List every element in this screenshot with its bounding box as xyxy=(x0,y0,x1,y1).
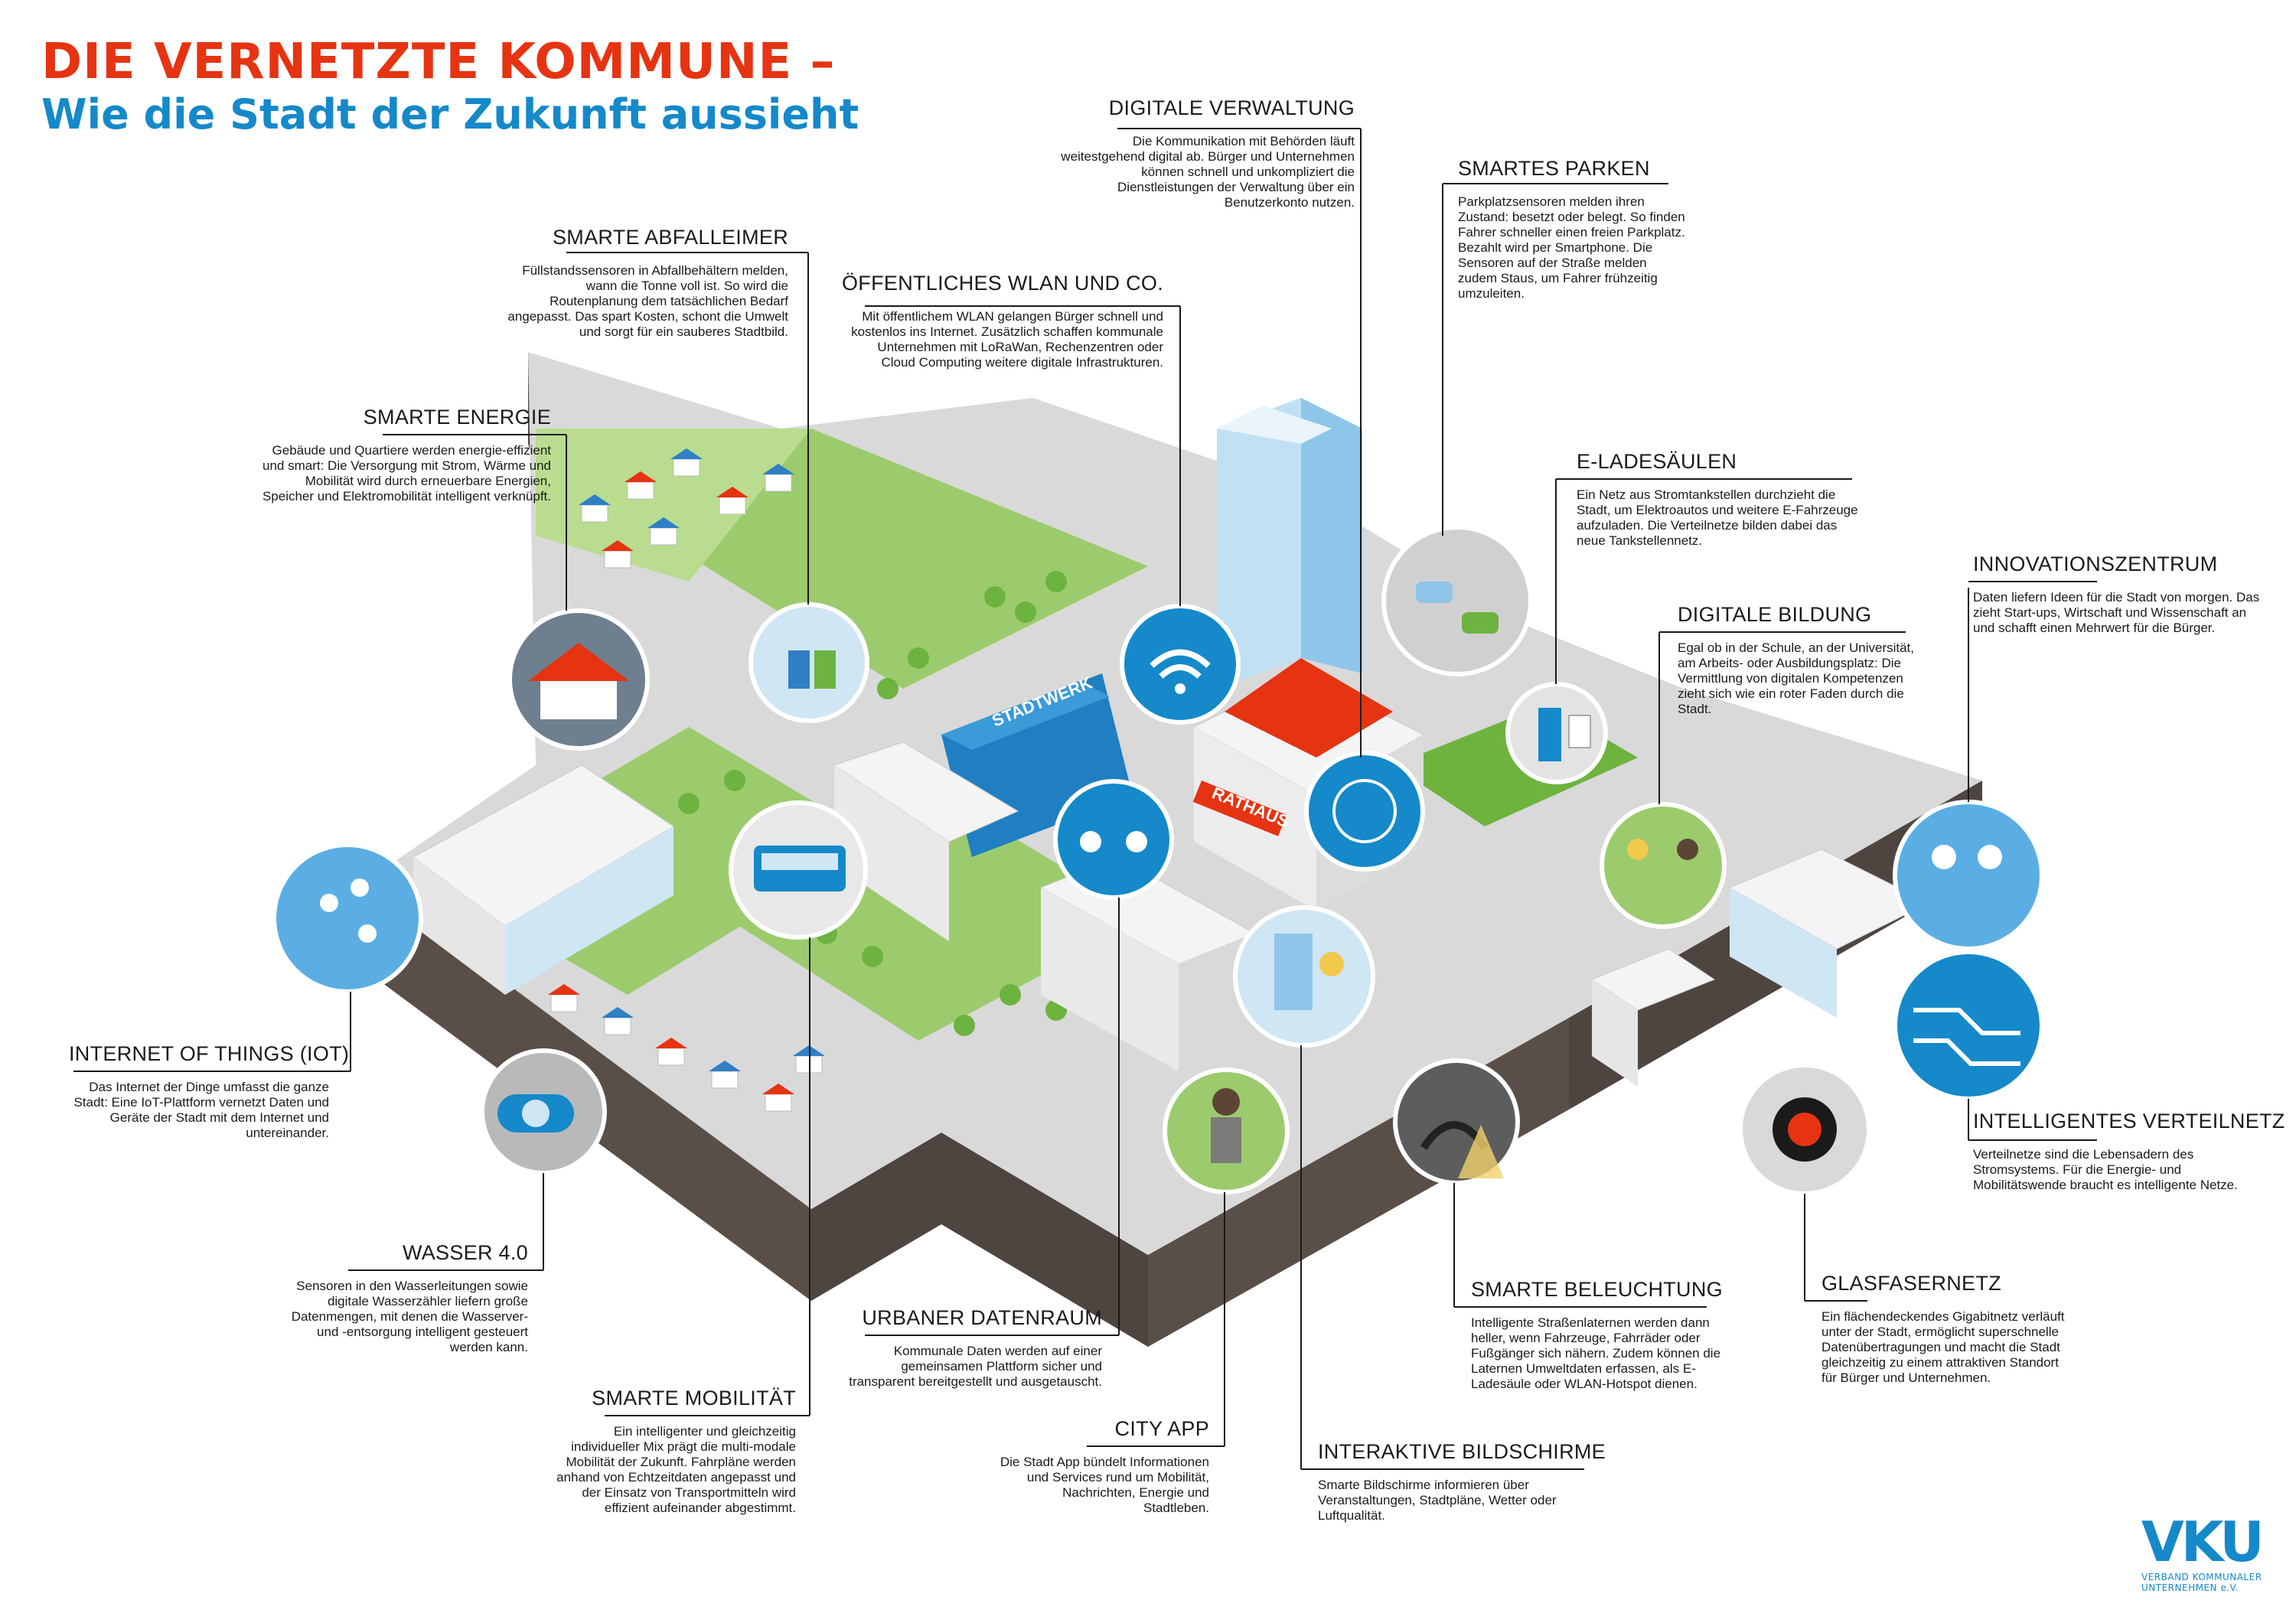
label-heading: DIGITALE VERWALTUNG xyxy=(1108,96,1355,119)
label-digitale-verwaltung: DIGITALE VERWALTUNG Die Kommunikation mi… xyxy=(1056,96,1355,210)
label-heading: WASSER 4.0 xyxy=(402,1241,528,1264)
label-text: Verteilnetze sind die Lebensadern des St… xyxy=(1973,1147,2238,1192)
data-space-circle xyxy=(1053,779,1174,900)
label-text: Smarte Bildschirme informieren über Vera… xyxy=(1318,1478,1557,1523)
label-heading: SMARTES PARKEN xyxy=(1458,157,1650,180)
digital-admin-circle xyxy=(1304,751,1425,872)
label-heading: DIGITALE BILDUNG xyxy=(1678,603,1872,626)
label-glasfasernetz: GLASFASERNETZ Ein flächendeckendes Gigab… xyxy=(1821,1272,2074,1386)
distribution-grid-circle xyxy=(1893,950,2044,1101)
label-heading: ÖFFENTLICHES WLAN UND CO. xyxy=(842,272,1164,295)
label-text: Daten liefern Ideen für die Stadt von mo… xyxy=(1973,590,2260,635)
label-city-app: CITY APP Die Stadt App bündelt Informati… xyxy=(995,1417,1209,1516)
residential-area-top xyxy=(536,429,811,582)
label-text: Egal ob in der Schule, an der Universitä… xyxy=(1678,640,1915,716)
label-heading: GLASFASERNETZ xyxy=(1821,1272,2001,1295)
feature-circles xyxy=(272,525,2044,1196)
ground-front-mid xyxy=(811,1133,1148,1347)
screens-circle xyxy=(1233,905,1375,1048)
label-heading: SMARTE ENERGIE xyxy=(363,406,551,429)
label-text: Ein flächendeckendes Gigabitnetz verläuf… xyxy=(1821,1309,2065,1385)
label-wasser: WASSER 4.0 Sensoren in den Wasserleitung… xyxy=(283,1241,528,1355)
green-roof-building xyxy=(1590,948,1716,1087)
label-text: Kommunale Daten werden auf einer gemeins… xyxy=(849,1344,1102,1389)
label-heading: URBANER DATENRAUM xyxy=(862,1306,1102,1329)
smart-energy-circle xyxy=(507,608,650,751)
vku-logo-line2: UNTERNEHMEN e.V. xyxy=(2141,1582,2239,1593)
label-smarte-energie: SMARTE ENERGIE Gebäude und Quartiere wer… xyxy=(253,406,551,504)
label-text: Parkplatzsensoren melden ihren Zustand: … xyxy=(1458,194,1685,301)
vku-logo-mark: VKU xyxy=(2141,1510,2265,1574)
page-subtitle: Wie die Stadt der Zukunft aussieht xyxy=(41,90,859,139)
apartment-building-mid xyxy=(833,741,1019,941)
office-building-left xyxy=(413,764,674,995)
label-smarte-mobilitaet: SMARTE MOBILITÄT Ein intelligenter und g… xyxy=(551,1387,796,1516)
label-heading: SMARTE ABFALLEIMER xyxy=(552,226,788,249)
label-oeffentliches-wlan: ÖFFENTLICHES WLAN UND CO. Mit öffentlich… xyxy=(842,272,1163,370)
label-smarte-abfalleimer: SMARTE ABFALLEIMER Füllstandssensoren in… xyxy=(497,226,788,340)
fiber-circle xyxy=(1738,1063,1871,1196)
label-digitale-bildung: DIGITALE BILDUNG Egal ob in der Schule, … xyxy=(1678,603,1930,717)
bus-circle xyxy=(729,800,868,940)
label-text: Mit öffentlichem WLAN gelangen Bürger sc… xyxy=(851,309,1163,370)
label-urbaner-datenraum: URBANER DATENRAUM Kommunale Daten werden… xyxy=(834,1306,1102,1390)
label-text: Die Kommunikation mit Behörden läuft wei… xyxy=(1061,134,1355,210)
tower-building xyxy=(1217,398,1362,689)
iot-circle xyxy=(272,842,423,994)
label-smartes-parken: SMARTES PARKEN Parkplatzsensoren melden … xyxy=(1458,157,1688,301)
smart-waste-circle xyxy=(748,602,869,723)
label-heading: SMARTE MOBILITÄT xyxy=(592,1387,796,1410)
label-smarte-beleuchtung: SMARTE BELEUCHTUNG Intelligente Straßenl… xyxy=(1471,1278,1724,1392)
label-innovationszentrum: INNOVATIONSZENTRUM Daten liefern Ideen f… xyxy=(1973,552,2264,636)
label-heading: CITY APP xyxy=(1114,1417,1209,1440)
houses-cluster-bottom xyxy=(548,984,825,1112)
label-e-ladesaeulen: E-LADESÄULEN Ein Netz aus Stromtankstell… xyxy=(1577,450,1867,549)
parking-circle xyxy=(1381,525,1533,676)
city-app-circle xyxy=(1163,1067,1290,1194)
charging-circle xyxy=(1505,682,1608,784)
label-text: Füllstandssensoren in Abfallbehältern me… xyxy=(507,263,788,339)
label-heading: INTERNET OF THINGS (IOT) xyxy=(69,1042,350,1065)
label-intelligentes-verteilnetz: INTELLIGENTES VERTEILNETZ Verteilnetze s… xyxy=(1973,1110,2285,1193)
label-heading: INTELLIGENTES VERTEILNETZ xyxy=(1973,1110,2285,1133)
innovation-circle xyxy=(1893,800,2044,951)
label-text: Das Internet der Dinge umfasst die ganze… xyxy=(73,1080,329,1140)
label-heading: SMARTE BELEUCHTUNG xyxy=(1471,1278,1723,1301)
lighting-circle xyxy=(1393,1058,1520,1185)
label-text: Sensoren in den Wasserleitungen sowie di… xyxy=(291,1279,528,1354)
education-circle xyxy=(1600,802,1727,929)
label-heading: INTERAKTIVE BILDSCHIRME xyxy=(1318,1440,1606,1463)
label-iot: INTERNET OF THINGS (IOT) Das Internet de… xyxy=(69,1042,350,1141)
label-text: Intelligente Straßenlaternen werden dann… xyxy=(1471,1315,1721,1391)
label-text: Die Stadt App bündelt Informationen und … xyxy=(1000,1455,1209,1515)
label-heading: INNOVATIONSZENTRUM xyxy=(1973,552,2218,575)
water-circle xyxy=(480,1048,607,1175)
label-text: Ein Netz aus Stromtankstellen durchzieht… xyxy=(1577,487,1858,548)
vku-logo-line1: VERBAND KOMMUNALER xyxy=(2141,1572,2262,1582)
label-text: Ein intelligenter und gleichzeitig indiv… xyxy=(556,1424,796,1515)
label-interaktive-bildschirme: INTERAKTIVE BILDSCHIRME Smarte Bildschir… xyxy=(1318,1440,1606,1524)
houses-cluster-top xyxy=(579,448,794,569)
label-text: Gebäude und Quartiere werden energie-eff… xyxy=(262,443,551,504)
vku-logo: VKU VERBAND KOMMUNALER UNTERNEHMEN e.V. xyxy=(2141,1510,2265,1593)
label-heading: E-LADESÄULEN xyxy=(1577,450,1737,473)
page-title: DIE VERNETZTE KOMMUNE – xyxy=(41,34,836,90)
